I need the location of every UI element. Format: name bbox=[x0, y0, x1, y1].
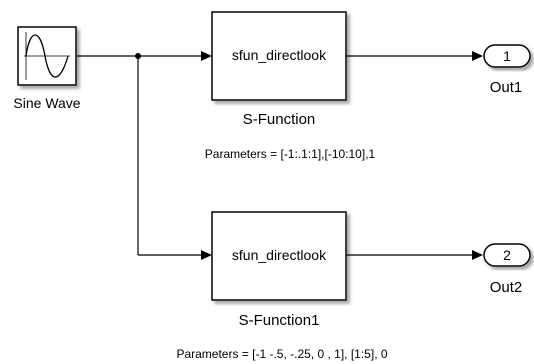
signal-line-out1[interactable] bbox=[346, 51, 483, 61]
arrow-to-out2 bbox=[472, 250, 483, 260]
sine-wave-label: Sine Wave bbox=[13, 95, 80, 111]
arrow-to-sfunction1 bbox=[201, 250, 212, 260]
sfunction-parameters: Parameters = [-1:.1:1],[-10:10],1 bbox=[205, 147, 376, 161]
signal-line-out2[interactable] bbox=[346, 250, 483, 260]
arrow-to-out1 bbox=[472, 51, 483, 61]
sfunction1-block[interactable]: sfun_directlook bbox=[211, 211, 347, 301]
outport-2-number: 2 bbox=[503, 247, 511, 263]
sfunction1-parameters: Parameters = [-1 -.5, -.25, 0 , 1], [1:5… bbox=[176, 347, 387, 361]
sfunction-name[interactable]: S-Function bbox=[243, 111, 316, 128]
sfunction-block[interactable]: sfun_directlook bbox=[211, 11, 347, 101]
arrow-to-sfunction bbox=[201, 51, 212, 61]
sfunction-block-text: sfun_directlook bbox=[232, 47, 327, 63]
outport-2-label: Out2 bbox=[490, 279, 523, 296]
outport-1-label: Out1 bbox=[490, 79, 523, 96]
sine-wave-icon bbox=[24, 32, 70, 80]
outport-1-block[interactable]: 1 bbox=[483, 44, 531, 68]
outport-1-number: 1 bbox=[503, 48, 511, 64]
outport-2-block[interactable]: 2 bbox=[483, 243, 531, 267]
sfunction1-name[interactable]: S-Function1 bbox=[239, 312, 320, 329]
sfunction1-block-text: sfun_directlook bbox=[232, 247, 327, 263]
signal-line-source[interactable] bbox=[77, 51, 212, 260]
sine-wave-block[interactable] bbox=[17, 26, 77, 86]
